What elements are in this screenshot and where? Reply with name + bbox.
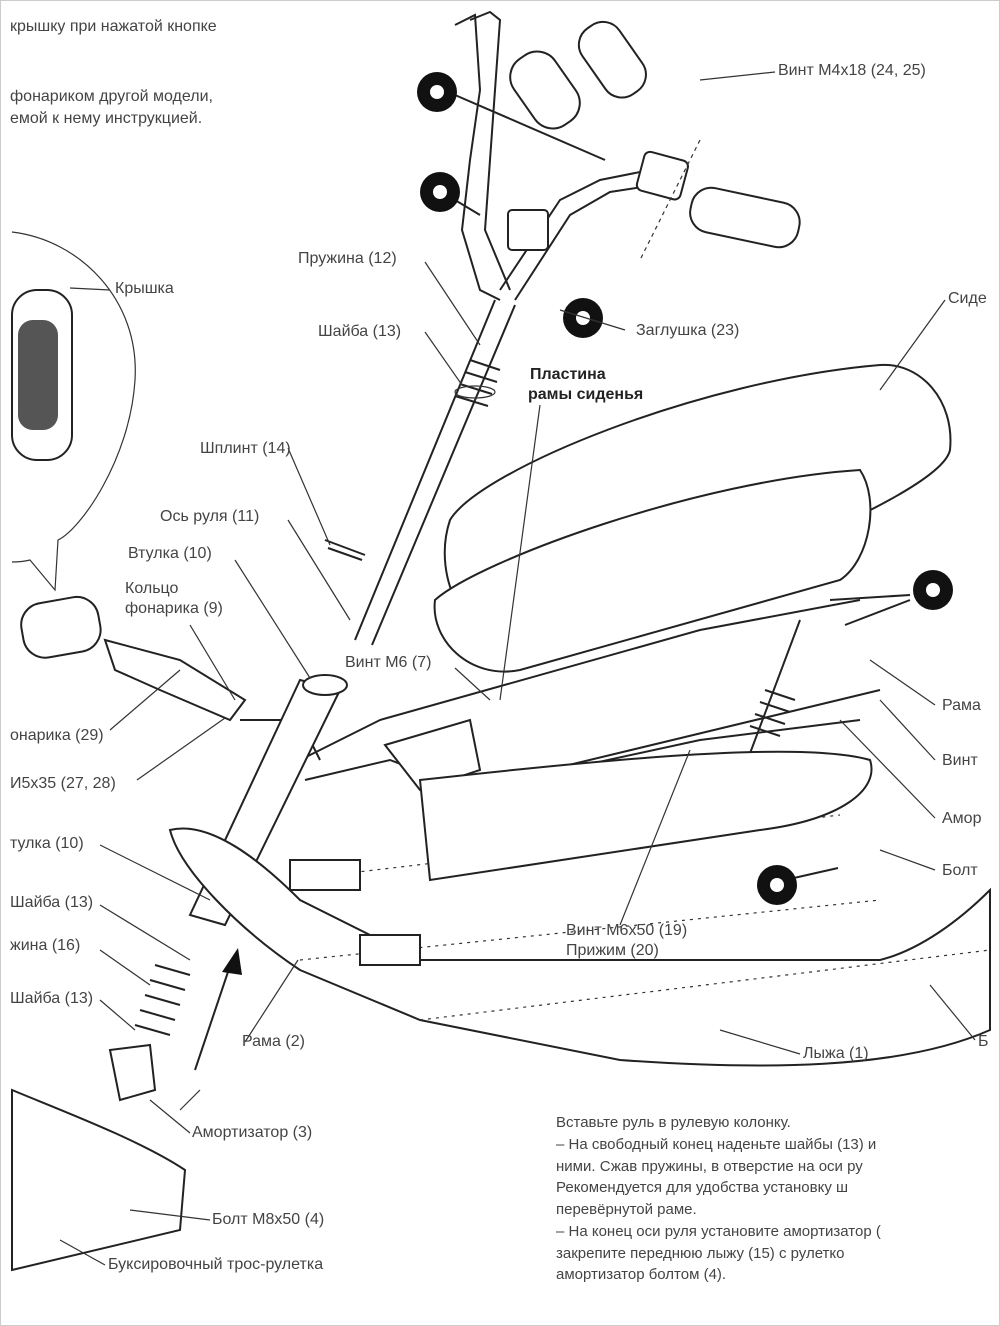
- label-os-rulya: Ось руля (11): [160, 508, 260, 525]
- label-rama-right: Рама: [942, 697, 981, 714]
- bell-block: [507, 209, 549, 251]
- label-fonarika-9: фонарика (9): [125, 600, 223, 617]
- label-pruzhina-16: жина (16): [10, 937, 81, 954]
- frame-tube: [299, 599, 861, 761]
- label-vint-right: Винт: [942, 752, 978, 769]
- label-amor-right: Амор: [942, 810, 982, 827]
- bushing: [302, 674, 348, 696]
- instructions: Вставьте руль в рулевую колонку. – На св…: [556, 1112, 996, 1286]
- label-shayba-13-top: Шайба (13): [318, 323, 402, 340]
- label-shayba-13-a: Шайба (13): [10, 894, 94, 911]
- instruction-line: перевёрнутой раме.: [556, 1201, 697, 1218]
- label-vint-m6x50: Винт M6x50 (19): [566, 922, 688, 939]
- handlebar-left: [469, 10, 511, 291]
- instruction-line: Рекомендуется для удобства установку ш: [556, 1179, 849, 1197]
- deck-plate: [383, 718, 482, 792]
- flashlight-inner: [18, 320, 58, 430]
- grip-left: [577, 20, 647, 99]
- arrow-1: [454, 94, 606, 161]
- label-vint-m6: Винт М6 (7): [345, 654, 432, 671]
- label-zaglushka: Заглушка (23): [636, 322, 740, 339]
- throttle-housing: [635, 150, 689, 201]
- instruction-line: – На свободный конец наденьте шайбы (13)…: [556, 1135, 877, 1153]
- front-ski: [11, 1088, 187, 1272]
- steering-shaft: [354, 299, 496, 641]
- footpad-1: [289, 859, 361, 891]
- flashlight-ring: [103, 638, 247, 722]
- label-shayba-13-b: Шайба (13): [10, 990, 94, 1007]
- footpad-2: [359, 934, 421, 966]
- cotter-pin: [324, 539, 366, 561]
- label-koltso: Кольцо: [125, 580, 179, 597]
- label-tros: Буксировочный трос-рулетка: [108, 1256, 324, 1273]
- label-rama-2: Рама (2): [242, 1033, 305, 1050]
- leader-lines: [59, 71, 976, 1266]
- label-b-right: Б: [978, 1033, 989, 1050]
- grip-part: [509, 50, 581, 130]
- top-text-3: емой к нему инструкцией.: [10, 110, 203, 127]
- instruction-line: Вставьте руль в рулевую колонку.: [556, 1114, 791, 1131]
- grip-right: [689, 186, 801, 249]
- label-lyzha: Лыжа (1): [803, 1045, 869, 1062]
- label-fonarika-29: онарика (29): [10, 727, 104, 744]
- instruction-line: – На конец оси руля установите амортизат…: [556, 1222, 881, 1240]
- spring-16: [134, 964, 191, 1036]
- front-shock: [108, 1043, 157, 1102]
- label-shplint: Шплинт (14): [200, 440, 291, 457]
- rear-ski: [418, 750, 873, 882]
- label-vint-m4: Винт M4x18 (24, 25): [778, 62, 926, 79]
- main-ski: [168, 827, 991, 1067]
- label-plastina-2: рамы сиденья: [528, 386, 644, 403]
- label-pruzhina-12: Пружина (12): [298, 250, 397, 267]
- zoom-circle: [11, 231, 136, 592]
- label-bolt-right: Болт: [942, 862, 978, 879]
- arrow-up: [194, 959, 233, 1071]
- label-kryshka: Крышка: [115, 280, 174, 297]
- label-m5x35: И5х35 (27, 28): [10, 775, 116, 792]
- label-prizhim: Прижим (20): [566, 942, 659, 959]
- instruction-line: ними. Сжав пружины, в отверстие на оси р…: [556, 1157, 863, 1175]
- instruction-line: амортизатор болтом (4).: [556, 1266, 727, 1284]
- washer-top: [454, 385, 496, 399]
- instruction-line: закрепите переднюю лыжу (15) с рулетко: [556, 1244, 845, 1262]
- top-text-1: крышку при нажатой кнопке: [10, 18, 217, 35]
- label-amortizator: Амортизатор (3): [192, 1124, 313, 1141]
- label-bolt-m8: Болт M8x50 (4): [212, 1211, 325, 1228]
- seat-base: [433, 468, 872, 673]
- label-sidenie: Сиде: [948, 290, 987, 307]
- top-text-2: фонариком другой модели,: [10, 88, 213, 105]
- label-plastina: Пластина: [530, 366, 606, 383]
- flashlight: [20, 595, 102, 659]
- label-vtulka-10-top: Втулка (10): [128, 545, 212, 562]
- label-vtulka-10-left: тулка (10): [10, 835, 84, 852]
